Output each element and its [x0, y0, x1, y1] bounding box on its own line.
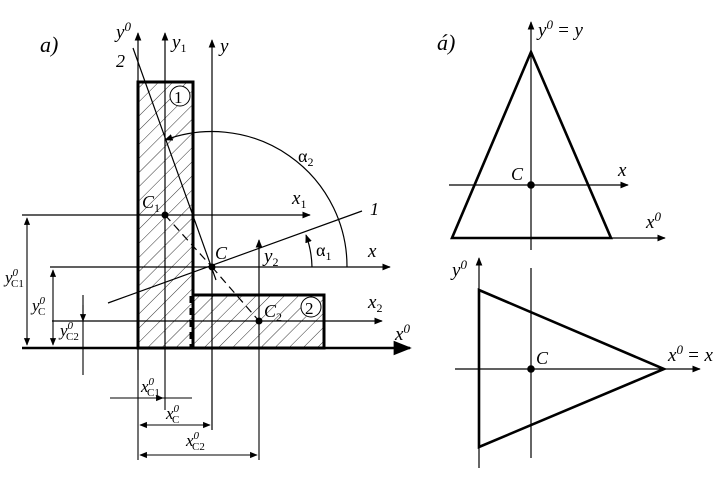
line2-label: 2	[116, 51, 125, 71]
x0-label: x0	[394, 321, 410, 345]
bottom-c-label: C	[536, 348, 549, 368]
top-figure: y0= y x x0 C	[449, 17, 666, 250]
dash-c1-c	[164, 214, 213, 268]
panel-b-label: á)	[437, 30, 455, 55]
y0-label: y0	[114, 19, 131, 43]
dash-c-c2	[211, 266, 260, 322]
alpha2-arc	[164, 130, 348, 268]
panel-a-label: a)	[40, 32, 58, 57]
part1-circle	[169, 85, 191, 107]
alpha2-label: α2	[298, 146, 313, 169]
c-label: C	[215, 243, 228, 263]
line1-label: 1	[370, 199, 379, 219]
c1-label: C1	[142, 192, 160, 215]
x2-label: x2	[367, 292, 382, 315]
bottom-x-label: x0= x	[667, 342, 714, 366]
y1-label: y1	[170, 32, 186, 55]
top-point-c	[527, 181, 535, 189]
point-c	[208, 263, 216, 271]
alpha1-label: α1	[316, 240, 331, 263]
y2-label: y2	[262, 246, 278, 269]
top-x-label: x	[617, 160, 627, 181]
panel-a: a) 1	[3, 19, 412, 460]
point-c2	[255, 317, 263, 325]
part1-label: 1	[174, 88, 183, 107]
top-c-label: C	[511, 164, 524, 184]
horizontal-dimensions	[110, 330, 260, 460]
top-y-label: y0= y	[536, 17, 584, 41]
line-1	[107, 210, 363, 304]
line-2	[132, 47, 217, 281]
c2-label: C2	[264, 301, 282, 324]
bottom-y0-label: y0	[450, 257, 467, 281]
x1-label: x1	[291, 188, 306, 211]
panel-b: á) y0= y x x0 C y0 x0= x C	[437, 17, 714, 468]
point-c1	[161, 211, 169, 219]
vertical-dimensions	[23, 217, 87, 375]
axes-lines	[22, 32, 412, 430]
y-label: y	[218, 36, 229, 57]
top-x0-label: x0	[645, 209, 661, 233]
bottom-point-c	[527, 365, 535, 373]
x-label: x	[367, 241, 377, 262]
part2-label: 2	[305, 299, 314, 318]
part2-circle	[300, 296, 322, 318]
alpha1-arc	[305, 234, 313, 268]
bottom-figure: y0 x0= x C	[450, 257, 714, 468]
